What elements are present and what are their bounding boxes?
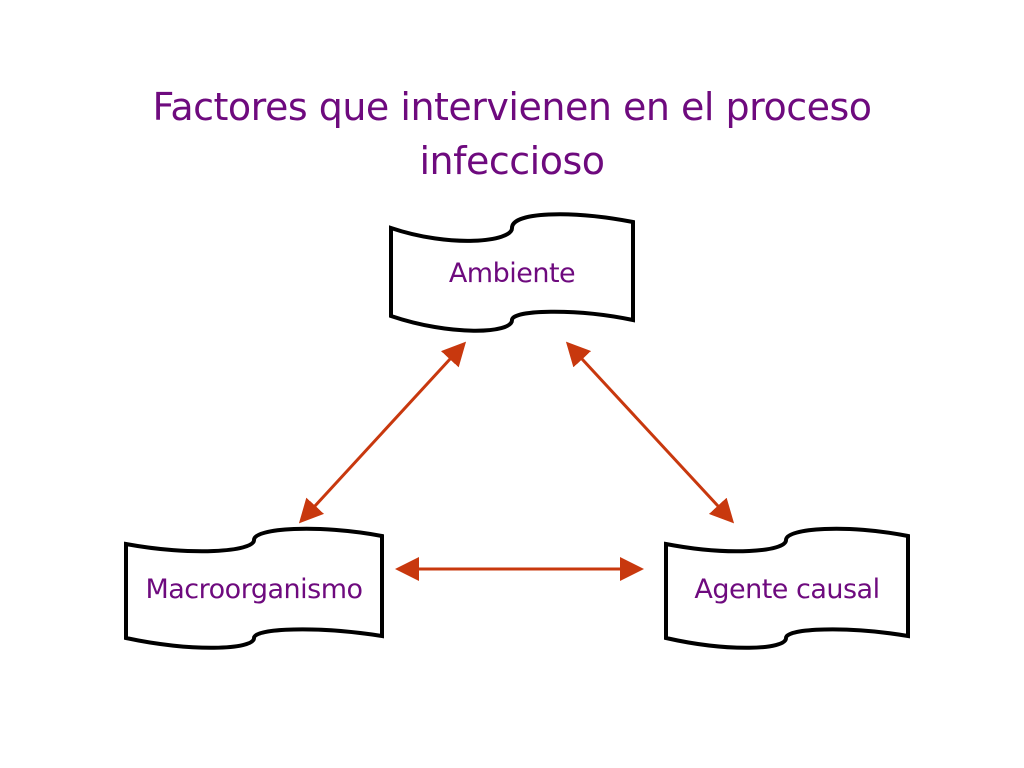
arrow-ambiente-macroorganismo — [298, 341, 467, 524]
title-line-1: Factores que intervienen en el proceso — [152, 85, 872, 129]
title-line-2: infeccioso — [419, 139, 605, 183]
slide-title: Factores que intervienen en el proceso i… — [62, 80, 962, 188]
ambiente-shape — [389, 212, 635, 333]
agente-causal-shape — [664, 526, 910, 650]
arrow-ambiente-agente — [565, 341, 735, 524]
ambiente-label: Ambiente — [448, 258, 576, 289]
macroorganismo-label: Macroorganismo — [145, 574, 363, 605]
macroorganismo-shape — [124, 526, 384, 650]
agente-causal-label: Agente causal — [694, 574, 880, 605]
